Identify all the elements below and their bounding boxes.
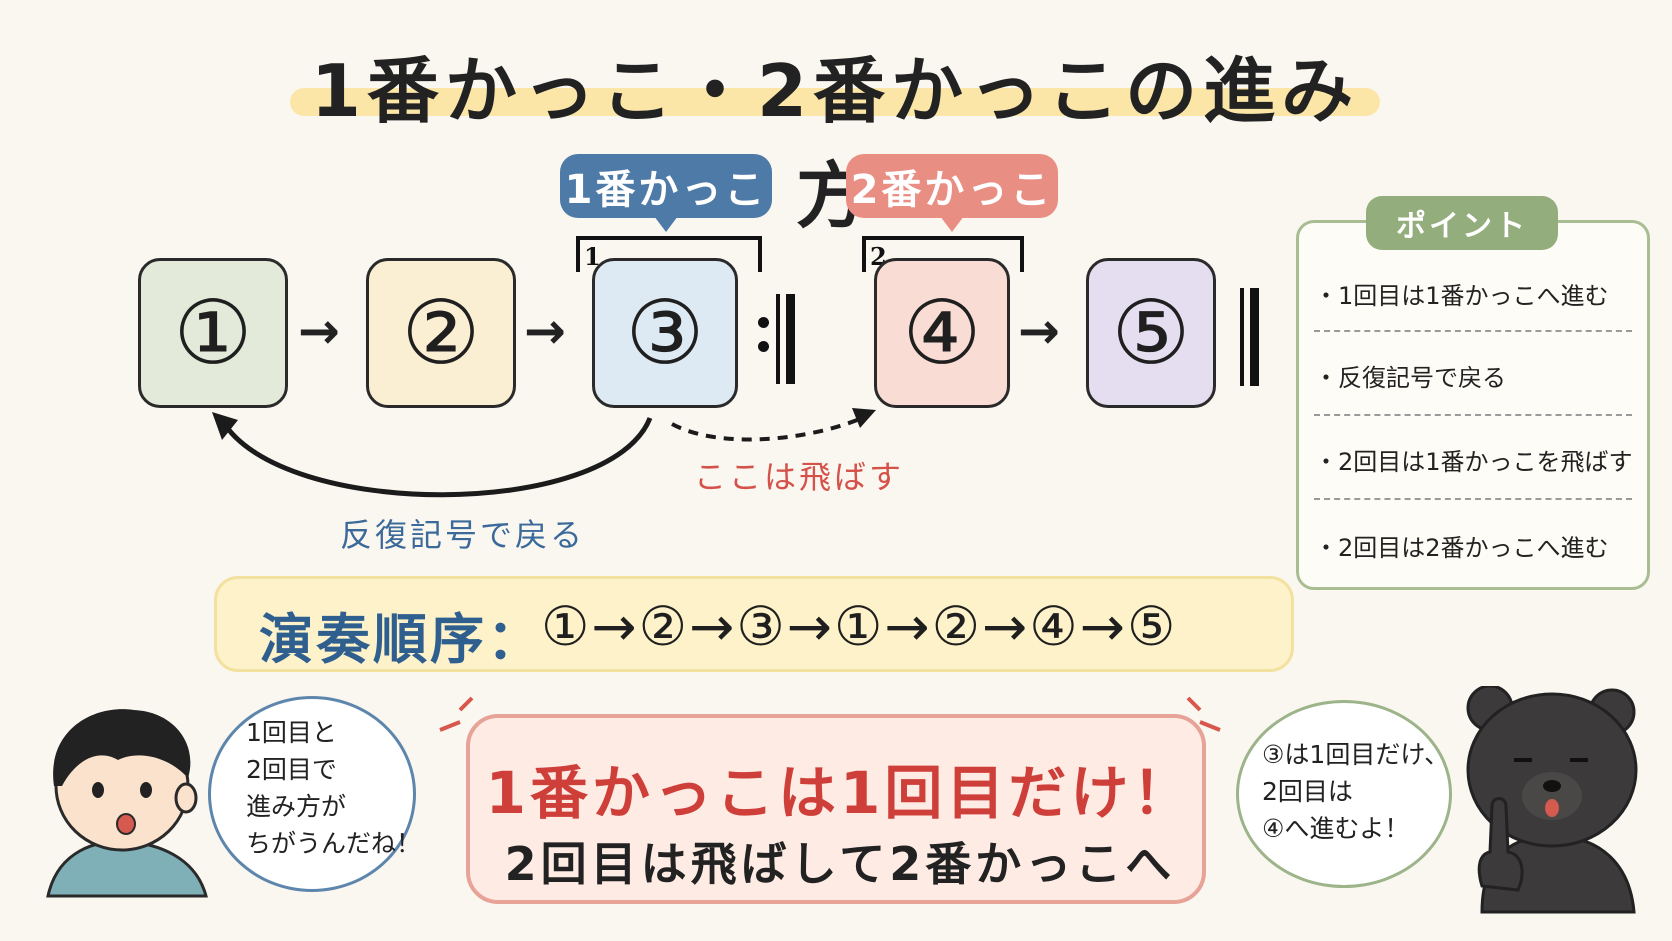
boy-speech-text: 1回目と 2回目で 進み方が ちがうんだね！ [246,714,421,862]
measure-label-3: ③ [625,281,705,384]
main-note-line-2: 2回目は飛ばして2番かっこへ [504,837,1176,891]
boy-speech-line-4: ちがうんだね！ [246,829,422,858]
measure-label-2: ② [401,281,481,384]
bear-speech-line-2: 2回目は [1262,777,1353,806]
point-item-1: ・1回目は1番かっこへ進む [1314,282,1609,310]
measure-label-4: ④ [902,281,982,384]
boy-character [46,709,208,898]
performance-order-label: 演奏順序： [259,608,544,671]
bear-nose [1543,780,1561,792]
boy-mouth [116,813,136,835]
second-ending-bracket [862,236,1024,272]
first-ending-callout: 1番かっこ [560,154,772,232]
measure-box-3: ③ [592,258,738,408]
final-barline-thick [1250,288,1259,386]
repeat-dot-bottom [758,341,769,352]
measure-box-2: ② [366,258,516,408]
bear-mouth [1545,799,1559,817]
point-divider-2 [1314,414,1632,416]
boy-eye-right [140,782,152,798]
boy-speech-bubble [208,696,416,892]
title-highlight [290,88,1380,116]
repeat-dot-top [758,317,769,328]
point-item-4: ・2回目は2番かっこへ進む [1314,534,1609,562]
bear-paw-pointing [1477,797,1524,892]
point-title: ポイント [1366,196,1558,250]
bear-head [1466,692,1638,848]
flow-arrow-3: → [1018,302,1060,360]
main-note-line-1: 1番かっこは1回目だけ！ [485,759,1195,827]
repeat-back-label: 反復記号で戻る [340,516,586,554]
performance-order-sequence: ①→②→③→①→②→④→⑤ [541,595,1178,658]
performance-order-box: 演奏順序： ①→②→③→①→②→④→⑤ [214,576,1294,672]
boy-speech-line-3: 進み方が [246,792,347,821]
title-area: 1番かっこ・2番かっこの進み方 [290,28,1380,238]
skip-arrow [671,416,863,442]
measure-label-5: ⑤ [1111,281,1191,384]
measure-label-1: ① [173,281,253,384]
flow-arrow-2: → [524,302,566,360]
boy-speech-line-1: 1回目と [246,718,337,747]
repeat-barline-thin [776,294,780,384]
repeat-back-arrow [219,417,653,498]
first-ending-bracket [576,236,762,272]
second-ending-callout: 2番かっこ [846,154,1058,232]
boy-eye-left [92,782,104,798]
point-item-3: ・2回目は1番かっこを飛ばす [1314,448,1633,476]
bear-speech-line-1: ③は1回目だけ、 [1262,740,1450,769]
point-item-2: ・反復記号で戻る [1314,364,1506,392]
boy-ear [174,782,198,814]
repeat-barline-thick [786,294,795,384]
skip-label: ここは飛ばす [694,458,905,496]
measure-box-5: ⑤ [1086,258,1216,408]
bear-speech-bubble [1236,700,1452,888]
bear-speech-text: ③は1回目だけ、 2回目は ④へ進むよ！ [1262,736,1449,847]
bear-muzzle [1522,772,1582,820]
main-note: 1番かっこは1回目だけ！ 2回目は飛ばして2番かっこへ [466,714,1206,904]
point-divider-1 [1314,330,1632,332]
final-barline-thin [1240,288,1244,386]
bear-speech-line-3: ④へ進むよ！ [1262,814,1410,843]
measure-box-1: ① [138,258,288,408]
measure-box-4: ④ [874,258,1010,408]
emphasis-marks [439,696,1221,732]
flow-arrow-1: → [298,302,340,360]
page-title: 1番かっこ・2番かっこの進み方 [310,49,1360,238]
point-panel [1296,220,1650,590]
boy-speech-line-2: 2回目で [246,755,337,784]
skip-arrowhead [852,408,876,428]
point-divider-3 [1314,498,1632,500]
repeat-back-arrowhead [212,412,238,440]
bear-character [1466,686,1638,914]
boy-hair [53,709,191,786]
